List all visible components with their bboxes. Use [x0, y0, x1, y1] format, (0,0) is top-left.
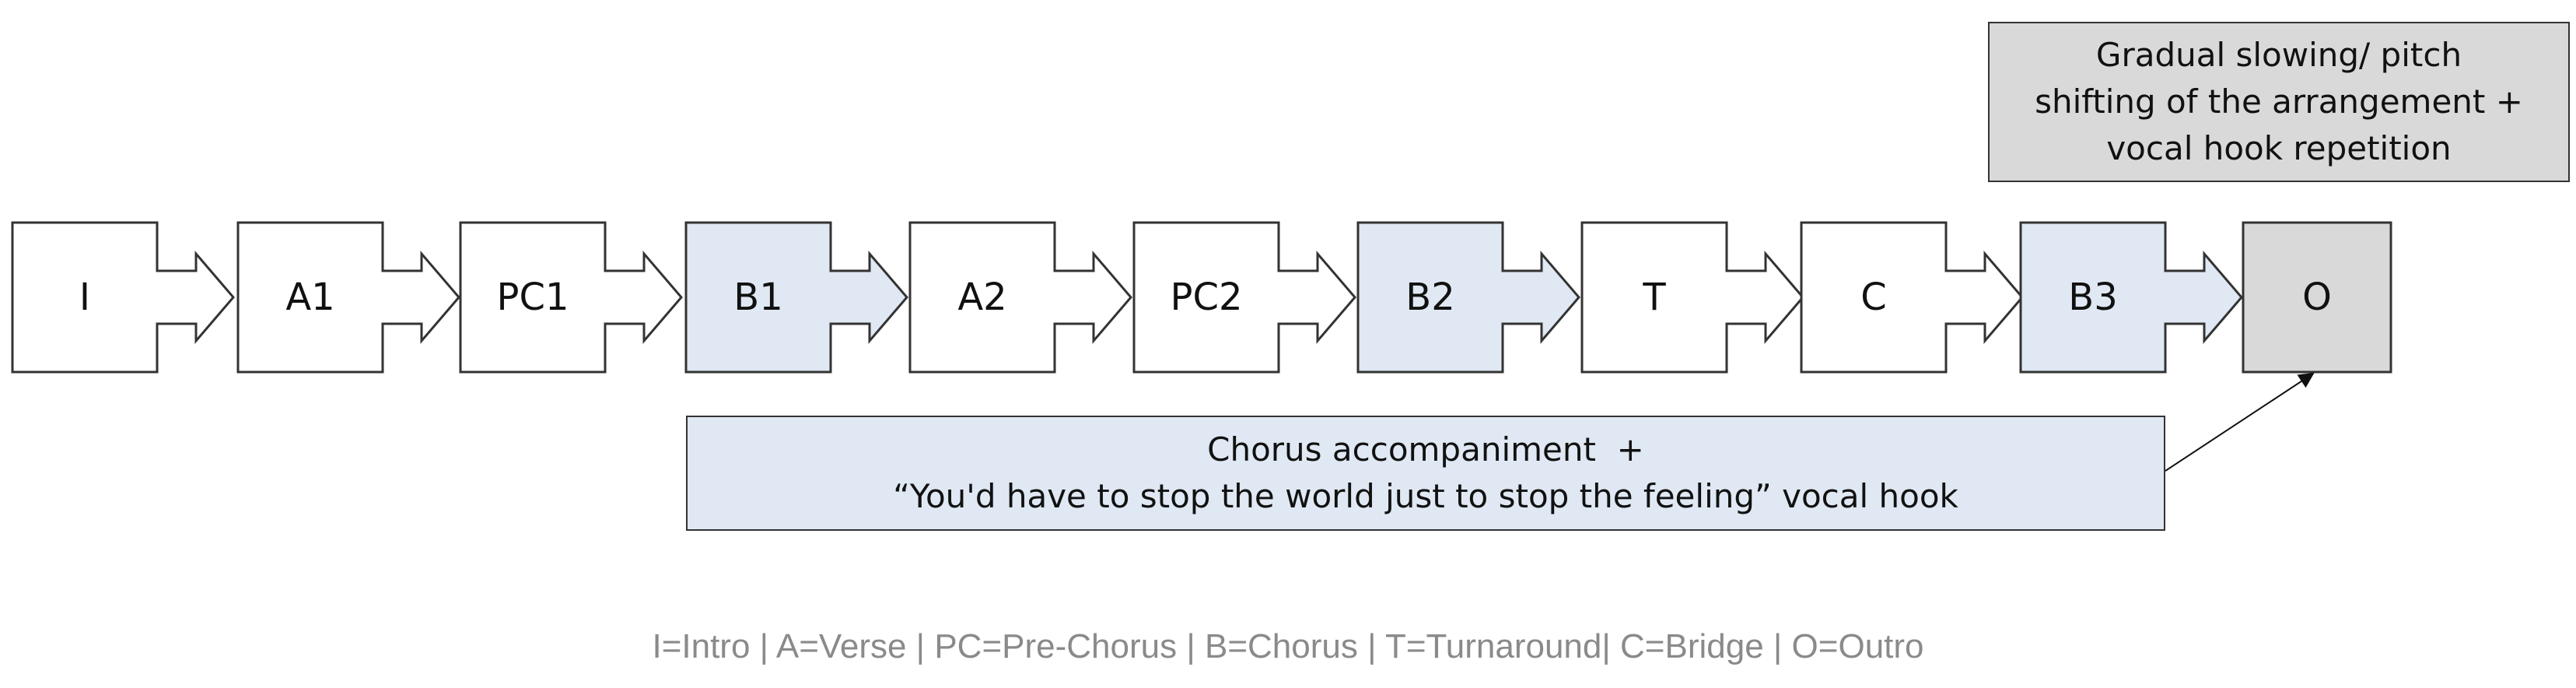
section-pc1-shape [459, 221, 683, 374]
section-i-shape [11, 221, 235, 374]
outro-annotation-box: Gradual slowing/ pitch shifting of the a… [1988, 22, 2570, 182]
section-b2-shape [1356, 221, 1580, 374]
legend-text: I=Intro | A=Verse | PC=Pre-Chorus | B=Ch… [652, 627, 1924, 665]
section-a2-shape [908, 221, 1132, 374]
section-b3-shape [2019, 221, 2243, 374]
section-a1-shape [236, 221, 460, 374]
section-b1-shape [684, 221, 908, 374]
chorus-annotation-line-1: Chorus accompaniment + [1207, 430, 1644, 469]
outro-annotation-line-1: Gradual slowing/ pitch [2095, 36, 2462, 74]
outro-annotation-line-2: shifting of the arrangement + [2035, 82, 2523, 121]
connector-line [2165, 372, 2315, 472]
chorus-annotation-box: Chorus accompaniment + “You'd have to st… [686, 416, 2165, 531]
section-c-shape [1800, 221, 2024, 374]
section-o-shape [2242, 221, 2392, 374]
section-t-shape [1580, 221, 1804, 374]
section-pc2-shape [1132, 221, 1356, 374]
outro-annotation-line-3: vocal hook repetition [2106, 129, 2452, 167]
chorus-annotation-line-2: “You'd have to stop the world just to st… [893, 477, 1958, 515]
